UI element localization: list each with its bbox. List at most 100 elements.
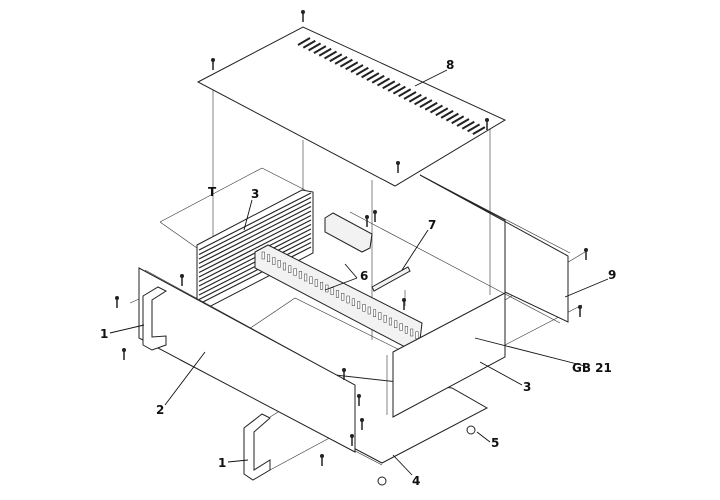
leader-lines: [109, 69, 609, 476]
rail-slot: [383, 315, 387, 323]
label-dimension: T: [208, 185, 217, 199]
label-front-panel: 2: [156, 403, 165, 417]
card-guide-rail-short: [324, 212, 373, 253]
vent-slot: [323, 50, 338, 60]
rail-slot: [404, 326, 408, 334]
vent-slot: [355, 66, 369, 76]
rail-slot: [415, 331, 419, 339]
label-model: GB 21: [572, 361, 612, 375]
vent-slot: [440, 110, 454, 119]
top-cover: [196, 26, 507, 187]
screw-head-icon: [360, 418, 364, 422]
label-bottom-plate: 4: [412, 474, 421, 488]
rail-slot: [320, 282, 324, 290]
rail-slot: [357, 301, 361, 309]
vent-slot: [318, 47, 332, 57]
screw-head-icon: [373, 210, 377, 214]
heatsink-fin: [198, 210, 312, 269]
rail-slot: [261, 251, 265, 260]
screw-head-icon: [485, 118, 489, 122]
screws: [115, 10, 588, 466]
side-panel: [392, 292, 506, 418]
rail-slot: [346, 295, 350, 304]
vent-slot: [467, 123, 481, 133]
heatsink-fin: [198, 196, 312, 256]
label-rear-panel: 9: [608, 268, 617, 282]
foot-front: [377, 476, 387, 486]
vent-slot: [419, 99, 433, 108]
label-handle-bottom: 1: [218, 456, 227, 470]
rail-slot: [272, 257, 276, 265]
screw-head-icon: [357, 394, 361, 398]
rail-slot: [367, 306, 371, 315]
vent-slot: [461, 120, 475, 130]
vent-slot: [350, 64, 364, 73]
screw-head-icon: [350, 434, 354, 438]
rail-slot: [362, 304, 366, 312]
handle-left: [142, 286, 168, 351]
screw-head-icon: [365, 215, 369, 219]
rail-slot: [304, 273, 308, 282]
heatsink: [196, 189, 314, 309]
heatsink-fin: [198, 205, 312, 265]
vent-slot: [472, 126, 486, 135]
rail-slot: [388, 317, 392, 326]
heatsink-fin: [198, 201, 312, 260]
heatsink-fin: [198, 192, 312, 251]
screw-head-icon: [578, 305, 582, 309]
screw-head-icon: [320, 454, 324, 458]
label-foot: 5: [491, 436, 500, 450]
rail-slot: [330, 287, 334, 295]
vent-slot: [308, 42, 322, 52]
rail-slot: [410, 328, 414, 337]
screw-head-icon: [584, 248, 588, 252]
vent-slot: [313, 45, 327, 54]
heatsink-fin: [198, 219, 312, 278]
heatsink-fin: [198, 241, 312, 301]
vent-slot: [408, 93, 422, 103]
card-guide-bar: [371, 266, 411, 292]
rail-slot: [298, 271, 302, 279]
rail-slot: [399, 323, 403, 331]
vent-slot: [382, 80, 396, 90]
vent-slot: [297, 37, 311, 46]
vent-slot: [445, 112, 459, 122]
rail-slot: [341, 293, 345, 301]
rail-slot: [314, 279, 318, 287]
vent-slot: [376, 77, 391, 87]
screw-head-icon: [301, 10, 305, 14]
screw-head-icon: [342, 368, 346, 372]
screw-head-icon: [122, 348, 126, 352]
vent-slot: [429, 104, 444, 114]
heatsink-fin: [198, 214, 312, 274]
front-panel: [138, 267, 356, 453]
vent-slot: [371, 74, 385, 84]
vent-slot: [451, 115, 465, 125]
screw-head-icon: [180, 274, 184, 278]
label-card-guide-bar: 7: [428, 218, 437, 232]
cover-vents: [297, 37, 486, 135]
vent-slot: [387, 83, 401, 92]
rail-slot: [378, 312, 382, 320]
vent-slot: [334, 56, 348, 65]
vent-slot: [329, 53, 343, 63]
label-handle-left: 1: [100, 327, 109, 341]
rail-slot: [288, 265, 292, 273]
screw-head-icon: [402, 298, 406, 302]
vent-slot: [456, 118, 470, 127]
vent-slot: [345, 61, 359, 71]
rail-slot: [282, 262, 286, 271]
screw-head-icon: [211, 58, 215, 62]
label-side-panel: 3: [523, 380, 532, 394]
label-card-guide-rail: 6: [360, 269, 369, 283]
rear-side-panel: [419, 174, 569, 323]
label-heatsink: 3: [251, 187, 260, 201]
handle-bottom: [243, 413, 271, 481]
vent-slot: [435, 107, 449, 117]
screw-head-icon: [396, 161, 400, 165]
label-cover: 8: [446, 58, 455, 72]
screw-head-icon: [115, 296, 119, 300]
vent-slot: [403, 91, 417, 100]
rail-slot: [394, 320, 398, 328]
